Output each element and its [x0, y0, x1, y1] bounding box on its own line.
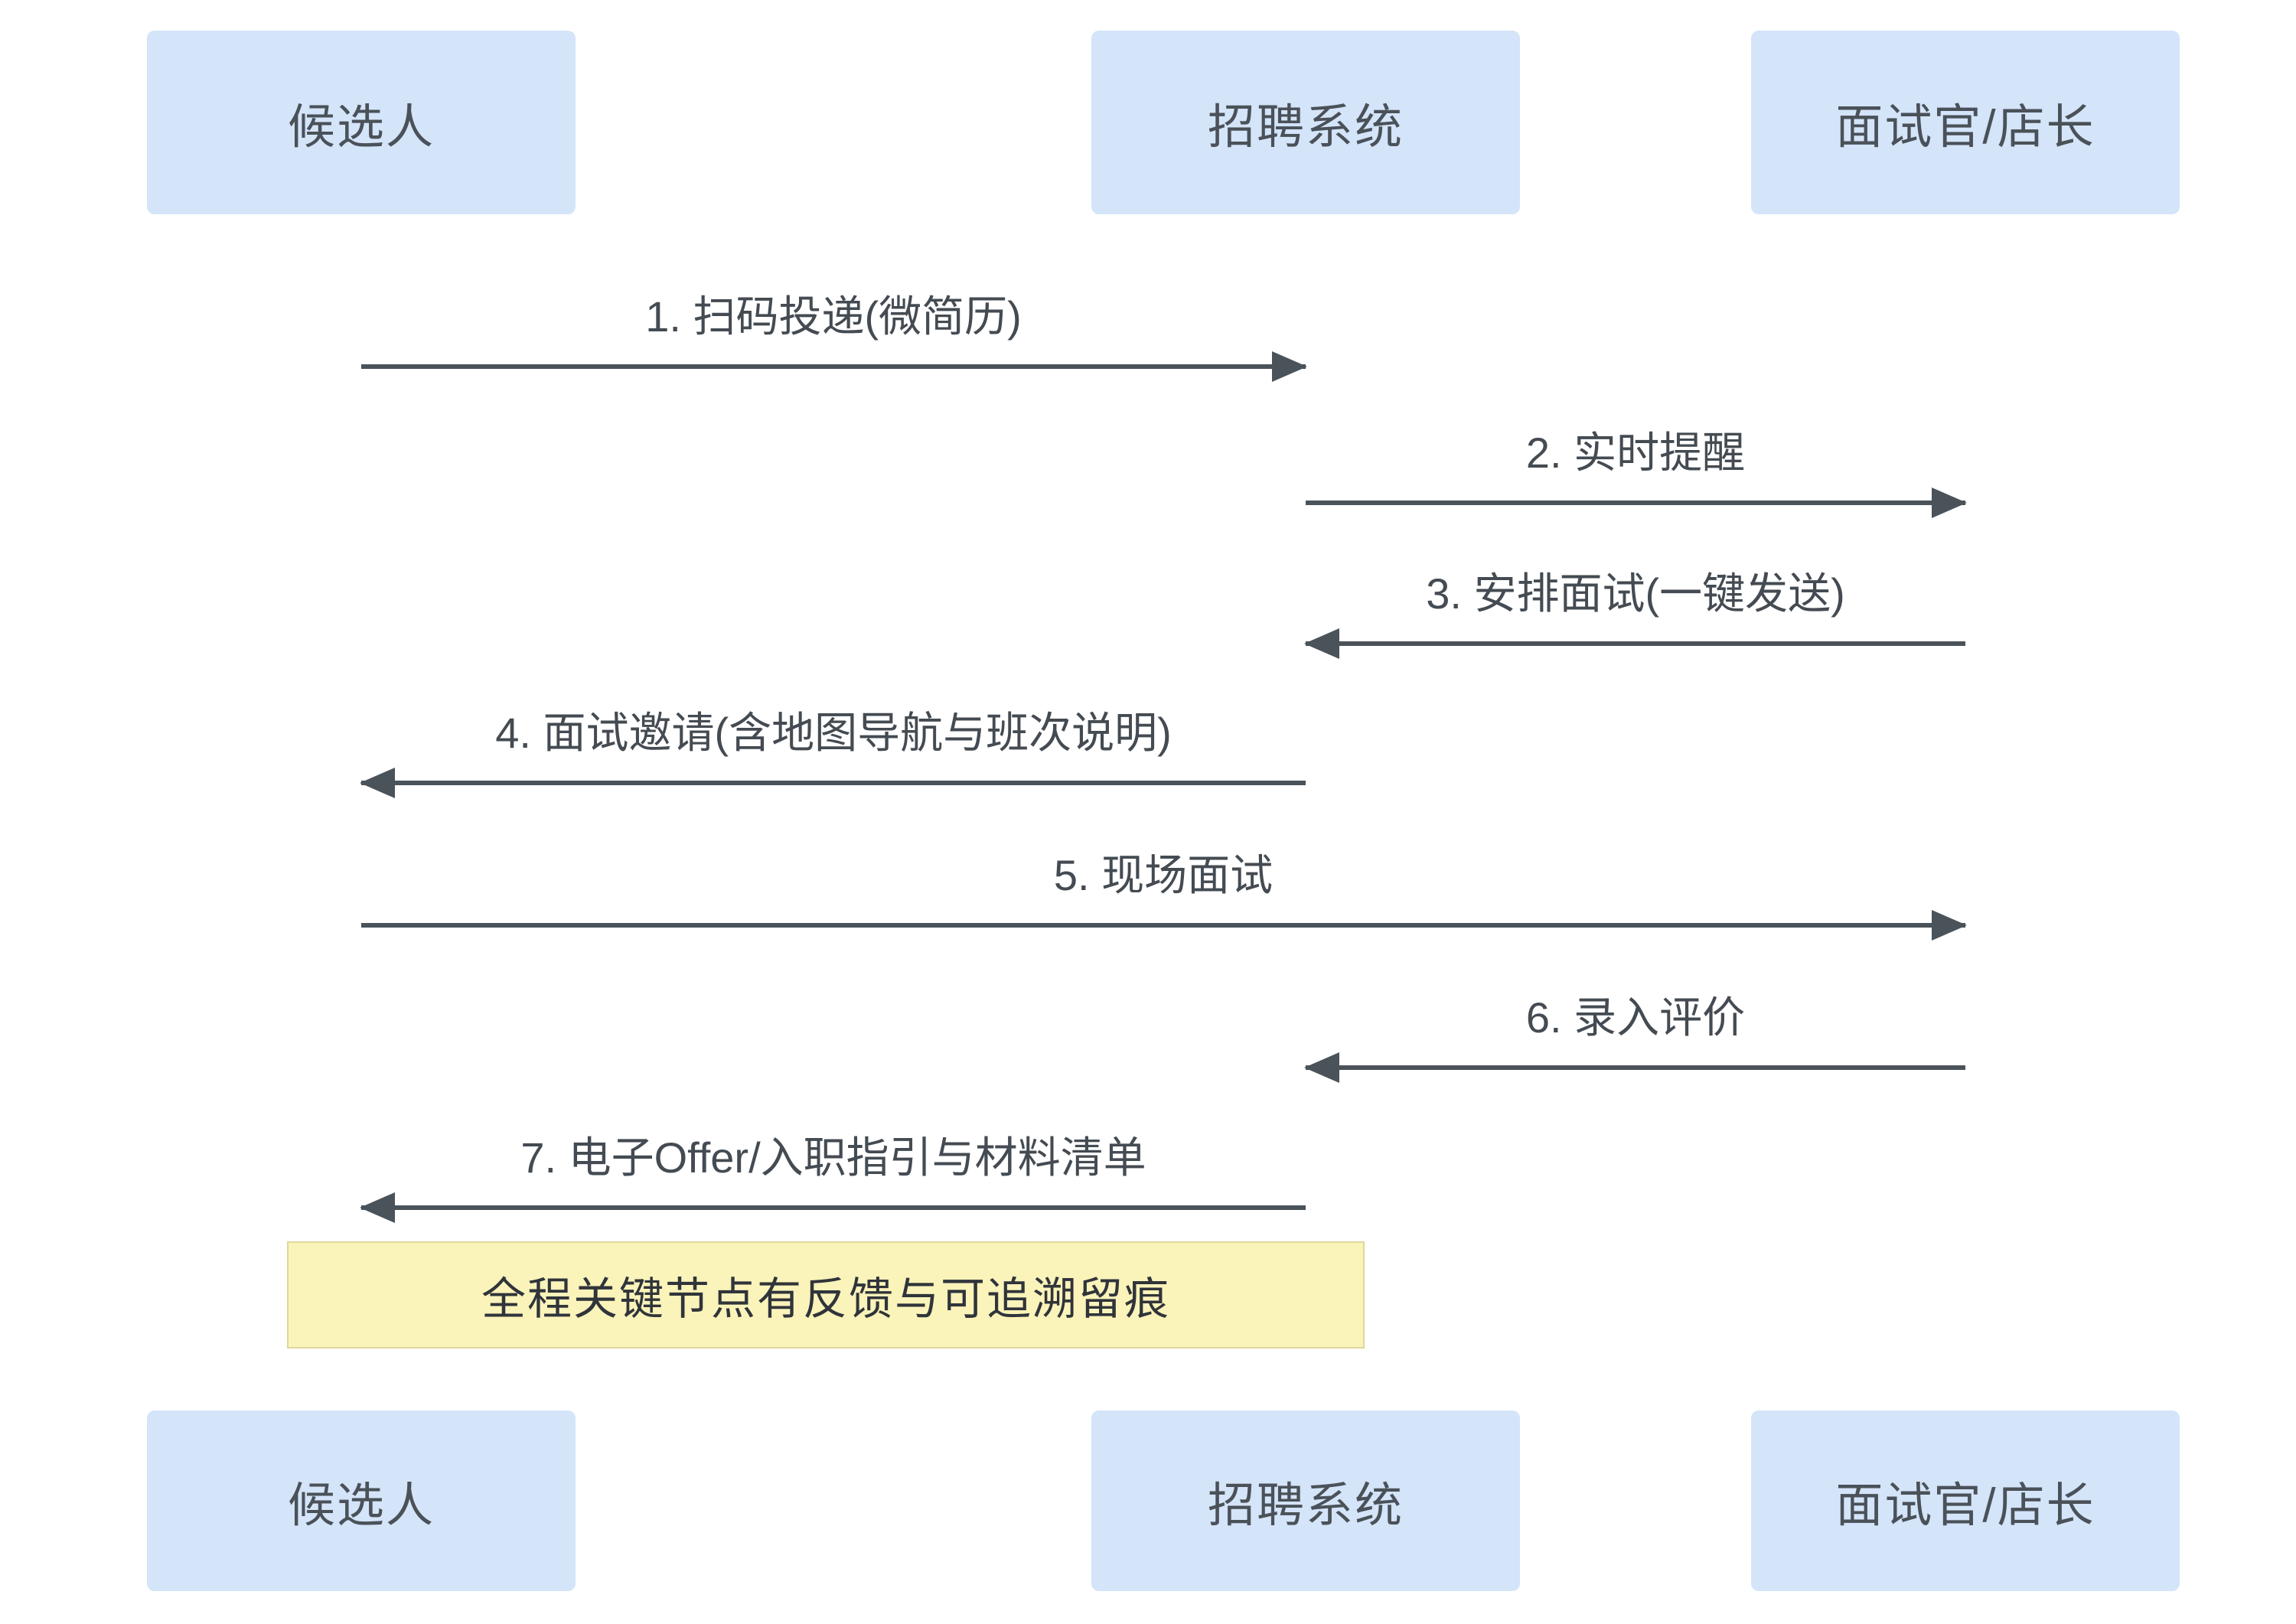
message-6-label: 6. 录入评价: [1525, 993, 1746, 1042]
actor-label: 招聘系统: [1207, 1479, 1404, 1532]
message-4: 4. 面试邀请(含地图导航与班次说明): [360, 709, 1306, 798]
message-7-arrow: [360, 1192, 1306, 1223]
message-2-label: 2. 实时提醒: [1525, 429, 1746, 477]
actor-candidate-top: 候选人: [147, 31, 576, 214]
actor-recruiting-system-top: 招聘系统: [1091, 31, 1520, 214]
message-6: 6. 录入评价: [1304, 993, 1965, 1083]
actor-recruiting-system-bottom: 招聘系统: [1091, 1410, 1520, 1591]
actor-candidate-bottom: 候选人: [147, 1410, 576, 1591]
note-traceability: 全程关键节点有反馈与可追溯留痕: [287, 1241, 1365, 1348]
actor-label: 候选人: [287, 1479, 435, 1532]
arrowhead-right-icon: [1272, 351, 1307, 382]
message-1: 1. 扫码投递(微简历): [361, 292, 1307, 382]
message-3-arrow: [1304, 628, 1965, 659]
message-7: 7. 电子Offer/入职指引与材料清单: [360, 1133, 1306, 1223]
arrowhead-left-icon: [360, 768, 395, 798]
message-5-label: 5. 现场面试: [1053, 851, 1274, 899]
message-7-label: 7. 电子Offer/入职指引与材料清单: [520, 1133, 1146, 1182]
message-6-arrow: [1304, 1052, 1965, 1083]
message-2-arrow: [1306, 488, 1967, 518]
message-1-label: 1. 扫码投递(微简历): [645, 292, 1022, 341]
actor-label: 面试官/店长: [1835, 101, 2095, 154]
actor-interviewer-top: 面试官/店长: [1751, 31, 2180, 214]
message-3: 3. 安排面试(一键发送): [1304, 569, 1965, 659]
arrowhead-left-icon: [1304, 1052, 1339, 1083]
message-4-arrow: [360, 768, 1306, 798]
message-2: 2. 实时提醒: [1306, 429, 1967, 518]
message-1-arrow: [361, 351, 1307, 382]
message-5-arrow: [361, 910, 1967, 941]
actor-interviewer-bottom: 面试官/店长: [1751, 1410, 2180, 1591]
arrowhead-right-icon: [1932, 910, 1967, 941]
actor-label: 招聘系统: [1207, 101, 1404, 154]
arrowhead-left-icon: [1304, 628, 1339, 659]
message-5: 5. 现场面试: [361, 851, 1967, 941]
arrowhead-right-icon: [1932, 488, 1967, 518]
actor-label: 面试官/店长: [1835, 1479, 2095, 1532]
message-3-label: 3. 安排面试(一键发送): [1426, 569, 1845, 618]
actor-label: 候选人: [287, 101, 435, 154]
message-4-label: 4. 面试邀请(含地图导航与班次说明): [495, 709, 1172, 757]
note-label: 全程关键节点有反馈与可追溯留痕: [481, 1274, 1170, 1324]
arrowhead-left-icon: [360, 1192, 395, 1223]
